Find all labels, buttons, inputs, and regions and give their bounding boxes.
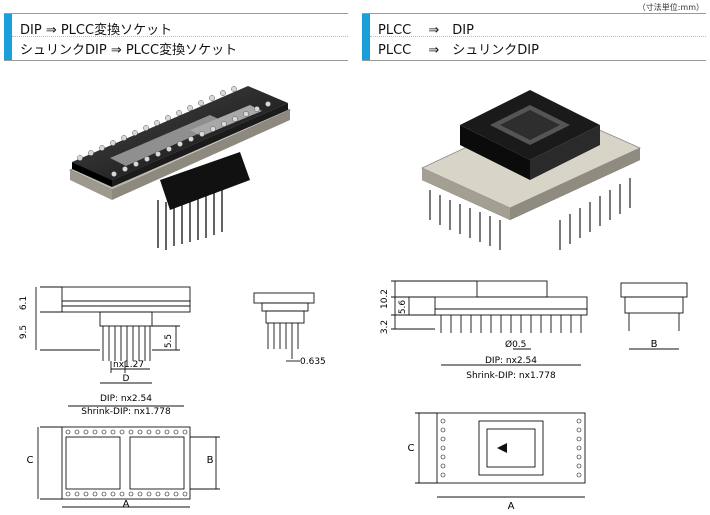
left-header-accent [4, 14, 12, 60]
right-header-line2: PLCC ⇒ シュリンクDIP [378, 43, 539, 58]
left-header-line1: DIP ⇒ PLCC変換ソケット [20, 23, 173, 38]
dim-5-6: 5.6 [398, 300, 408, 315]
dim-6-1: 6.1 [19, 296, 29, 310]
socket-top-side-view [61, 286, 191, 302]
right-header-accent [362, 14, 370, 60]
dim-phi-0-5: Ø0.5 [505, 339, 526, 350]
dim-b-right: B [651, 339, 658, 350]
plcc-adapter-top-view [436, 412, 586, 484]
left-header: DIP ⇒ PLCC変換ソケット シュリンクDIP ⇒ PLCC変換ソケット [4, 13, 348, 61]
dim-9-5: 9.5 [19, 325, 29, 339]
dim-c: C [27, 455, 34, 466]
dim-pitch: nx1.27 [113, 360, 144, 370]
plcc-adapter-end-view [620, 282, 688, 298]
dim-c-right: C [408, 443, 415, 454]
dim-5-5: 5.5 [164, 334, 174, 348]
dip-to-plcc-socket-photo [69, 86, 291, 250]
dim-dip-pitch-right: DIP: nx2.54 [485, 356, 537, 366]
dim-shrink-pitch-right: Shrink-DIP: nx1.778 [466, 371, 556, 381]
socket-end-view [253, 292, 315, 304]
right-header: PLCC ⇒ DIP PLCC ⇒ シュリンクDIP [362, 13, 706, 61]
dim-0-635: 0.635 [300, 357, 326, 367]
dim-10-2: 10.2 [380, 289, 390, 309]
dim-a: A [123, 499, 130, 510]
dim-a-right: A [508, 501, 515, 512]
dim-3-2: 3.2 [380, 320, 390, 334]
dim-d: D [123, 374, 130, 384]
unit-note: （寸法単位:mm） [637, 3, 704, 12]
right-dimension-drawings: 10.2 5.6 3.2 Ø0.5 DIP: nx2.54 Shrink-DIP… [380, 280, 688, 512]
plcc-adapter-side-view [476, 280, 548, 298]
dim-dip-pitch: DIP: nx2.54 [100, 394, 152, 404]
dim-b: B [207, 455, 214, 466]
dim-shrink-pitch: Shrink-DIP: nx1.778 [81, 407, 171, 417]
left-dimension-drawings: 6.1 9.5 5.5 nx1.27 D 0.635 DIP: nx2.54 S… [19, 286, 326, 510]
right-header-line1: PLCC ⇒ DIP [378, 23, 474, 38]
plcc-to-dip-socket-photo [421, 90, 641, 250]
left-header-line2: シュリンクDIP ⇒ PLCC変換ソケット [20, 43, 238, 58]
socket-top-view [61, 426, 191, 500]
